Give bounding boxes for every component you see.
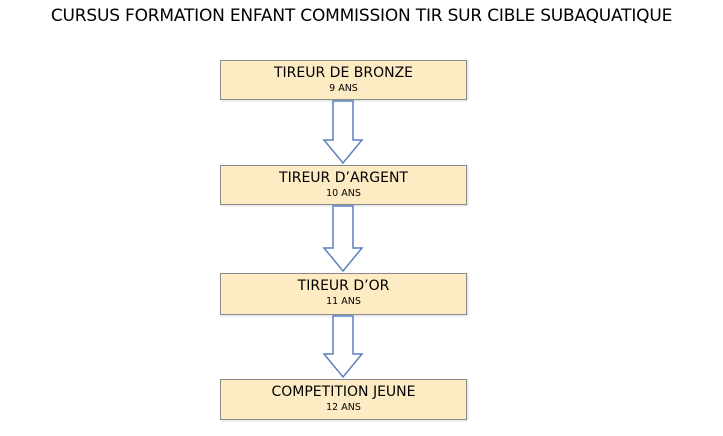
step-label: TIREUR D’ARGENT xyxy=(279,170,408,186)
step-age: 10 ANS xyxy=(326,188,361,199)
step-box-bronze: TIREUR DE BRONZE 9 ANS xyxy=(220,60,467,100)
step-box-argent: TIREUR D’ARGENT 10 ANS xyxy=(220,165,467,205)
step-age: 9 ANS xyxy=(329,83,358,94)
step-label: COMPETITION JEUNE xyxy=(271,384,416,400)
step-age: 12 ANS xyxy=(326,402,361,413)
step-box-competition: COMPETITION JEUNE 12 ANS xyxy=(220,379,467,420)
down-arrow-icon xyxy=(322,205,364,273)
diagram-title: CURSUS FORMATION ENFANT COMMISSION TIR S… xyxy=(50,6,673,26)
down-arrow-icon xyxy=(322,315,364,379)
step-age: 11 ANS xyxy=(326,296,361,307)
step-label: TIREUR DE BRONZE xyxy=(273,65,413,81)
step-box-or: TIREUR D’OR 11 ANS xyxy=(220,273,467,315)
step-label: TIREUR D’OR xyxy=(297,278,390,294)
down-arrow-icon xyxy=(322,100,364,165)
